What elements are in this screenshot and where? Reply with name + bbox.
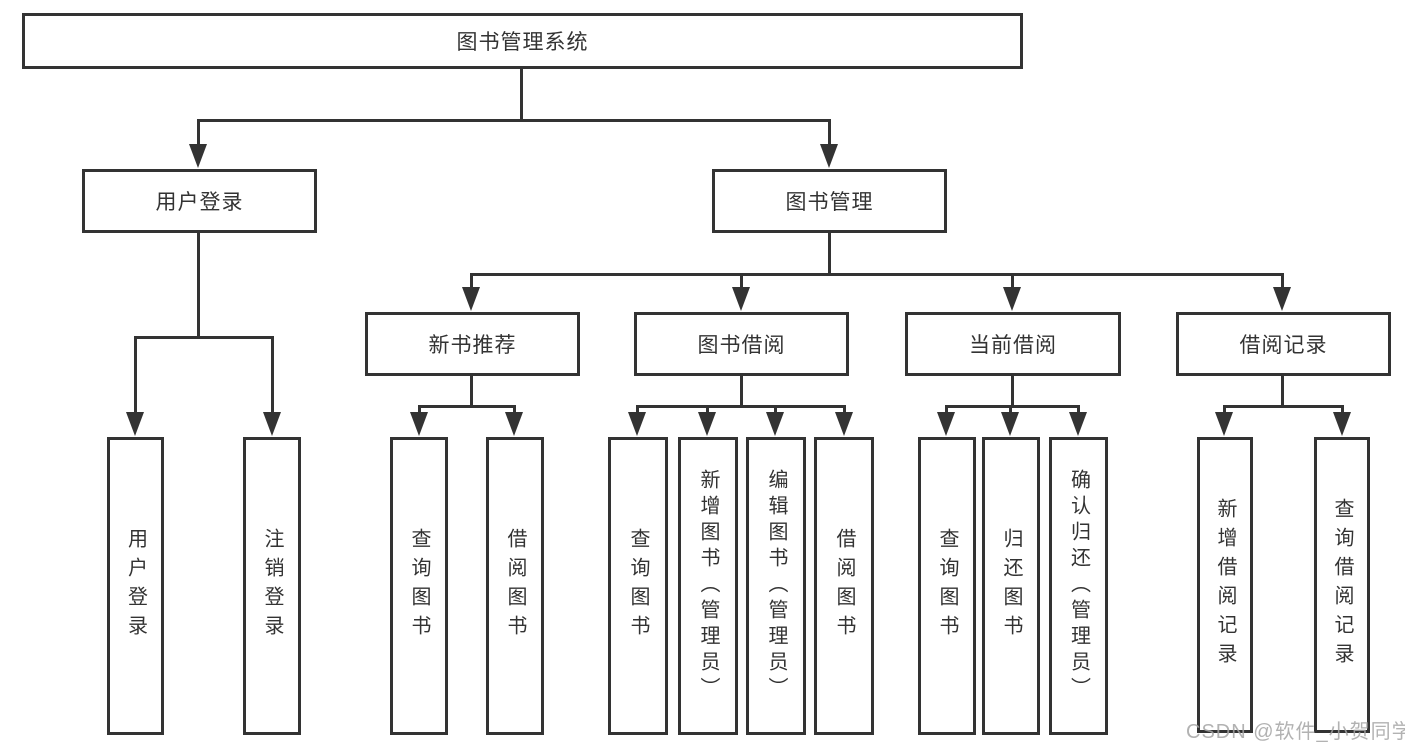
node-new-book-recommend: 新书推荐 bbox=[365, 312, 580, 376]
arrow-down-icon bbox=[410, 412, 428, 436]
leaf-return-book: 归还图书 bbox=[982, 437, 1040, 735]
node-book-borrow: 图书借阅 bbox=[634, 312, 849, 376]
leaf-add-book-label: 新增图书（管理员） bbox=[697, 469, 719, 703]
connector-line bbox=[774, 405, 777, 415]
connector-line bbox=[418, 405, 516, 408]
node-current-borrow: 当前借阅 bbox=[905, 312, 1121, 376]
node-current-borrow-label: 当前借阅 bbox=[969, 334, 1057, 357]
connector-line bbox=[271, 336, 274, 414]
leaf-return-book-label: 归还图书 bbox=[1000, 528, 1022, 644]
leaf-borrow-book-1-label: 借阅图书 bbox=[504, 528, 526, 644]
connector-line bbox=[470, 273, 1284, 276]
node-user-login-label: 用户登录 bbox=[155, 191, 244, 214]
connector-line bbox=[945, 405, 948, 415]
leaf-borrow-book-2-label: 借阅图书 bbox=[833, 528, 855, 644]
arrow-down-icon bbox=[628, 412, 646, 436]
connector-line bbox=[134, 336, 274, 339]
arrow-down-icon bbox=[1273, 287, 1291, 311]
arrow-down-icon bbox=[1069, 412, 1087, 436]
arrow-down-icon bbox=[732, 287, 750, 311]
connector-line bbox=[1011, 273, 1014, 289]
csdn-watermark: CSDN @软件_小贺同学 bbox=[1186, 721, 1405, 743]
arrow-down-icon bbox=[1003, 287, 1021, 311]
connector-line bbox=[828, 119, 831, 147]
leaf-user-login-label: 用户登录 bbox=[124, 528, 147, 644]
leaf-logout-label: 注销登录 bbox=[261, 528, 283, 644]
connector-line bbox=[1009, 405, 1012, 415]
connector-line bbox=[470, 376, 473, 408]
connector-line bbox=[636, 405, 846, 408]
leaf-query-book-3: 查询图书 bbox=[918, 437, 976, 735]
node-user-login: 用户登录 bbox=[82, 169, 317, 233]
connector-line bbox=[1223, 405, 1226, 415]
connector-line bbox=[1281, 376, 1284, 408]
connector-line bbox=[740, 376, 743, 408]
connector-line bbox=[520, 69, 523, 121]
arrow-down-icon bbox=[835, 412, 853, 436]
node-borrow-record: 借阅记录 bbox=[1176, 312, 1391, 376]
connector-line bbox=[197, 119, 200, 147]
node-borrow-record-label: 借阅记录 bbox=[1239, 334, 1328, 357]
leaf-query-book-2-label: 查询图书 bbox=[627, 528, 649, 644]
node-book-management-label: 图书管理 bbox=[785, 191, 874, 214]
connector-line bbox=[197, 233, 200, 338]
arrow-down-icon bbox=[462, 287, 480, 311]
arrow-down-icon bbox=[189, 144, 207, 168]
connector-line bbox=[1281, 273, 1284, 289]
connector-line bbox=[636, 405, 639, 415]
connector-line bbox=[470, 273, 473, 289]
arrow-down-icon bbox=[126, 412, 144, 436]
arrow-down-icon bbox=[263, 412, 281, 436]
node-root: 图书管理系统 bbox=[22, 13, 1023, 69]
leaf-query-borrow-record: 查询借阅记录 bbox=[1314, 437, 1370, 733]
connector-line bbox=[1011, 376, 1014, 408]
leaf-borrow-book-1: 借阅图书 bbox=[486, 437, 544, 735]
connector-line bbox=[945, 405, 1080, 408]
connector-line bbox=[740, 273, 743, 289]
leaf-confirm-return-label: 确认归还（管理员） bbox=[1067, 469, 1090, 703]
leaf-query-book-1: 查询图书 bbox=[390, 437, 448, 735]
connector-line bbox=[418, 405, 421, 415]
leaf-edit-book: 编辑图书（管理员） bbox=[746, 437, 806, 735]
leaf-query-book-1-label: 查询图书 bbox=[408, 528, 430, 644]
node-book-management: 图书管理 bbox=[712, 169, 947, 233]
arrow-down-icon bbox=[1001, 412, 1019, 436]
leaf-add-borrow-record-label: 新增借阅记录 bbox=[1214, 498, 1236, 672]
leaf-borrow-book-2: 借阅图书 bbox=[814, 437, 874, 735]
arrow-down-icon bbox=[698, 412, 716, 436]
leaf-user-login: 用户登录 bbox=[107, 437, 164, 735]
connector-line bbox=[134, 336, 137, 414]
connector-line bbox=[197, 119, 831, 122]
node-new-book-recommend-label: 新书推荐 bbox=[428, 334, 517, 357]
arrow-down-icon bbox=[1215, 412, 1233, 436]
leaf-edit-book-label: 编辑图书（管理员） bbox=[765, 469, 787, 703]
connector-line bbox=[1077, 405, 1080, 415]
arrow-down-icon bbox=[937, 412, 955, 436]
arrow-down-icon bbox=[766, 412, 784, 436]
connector-line bbox=[843, 405, 846, 415]
leaf-query-book-2: 查询图书 bbox=[608, 437, 668, 735]
arrow-down-icon bbox=[505, 412, 523, 436]
arrow-down-icon bbox=[1333, 412, 1351, 436]
leaf-query-book-3-label: 查询图书 bbox=[936, 528, 958, 644]
leaf-confirm-return: 确认归还（管理员） bbox=[1049, 437, 1108, 735]
leaf-add-book: 新增图书（管理员） bbox=[678, 437, 738, 735]
leaf-logout: 注销登录 bbox=[243, 437, 301, 735]
connector-line bbox=[1223, 405, 1344, 408]
arrow-down-icon bbox=[820, 144, 838, 168]
connector-line bbox=[513, 405, 516, 415]
node-root-label: 图书管理系统 bbox=[456, 31, 589, 54]
leaf-add-borrow-record: 新增借阅记录 bbox=[1197, 437, 1253, 733]
connector-line bbox=[1341, 405, 1344, 415]
leaf-query-borrow-record-label: 查询借阅记录 bbox=[1331, 498, 1353, 672]
connector-line bbox=[706, 405, 709, 415]
connector-line bbox=[828, 233, 831, 276]
node-book-borrow-label: 图书借阅 bbox=[697, 334, 786, 357]
